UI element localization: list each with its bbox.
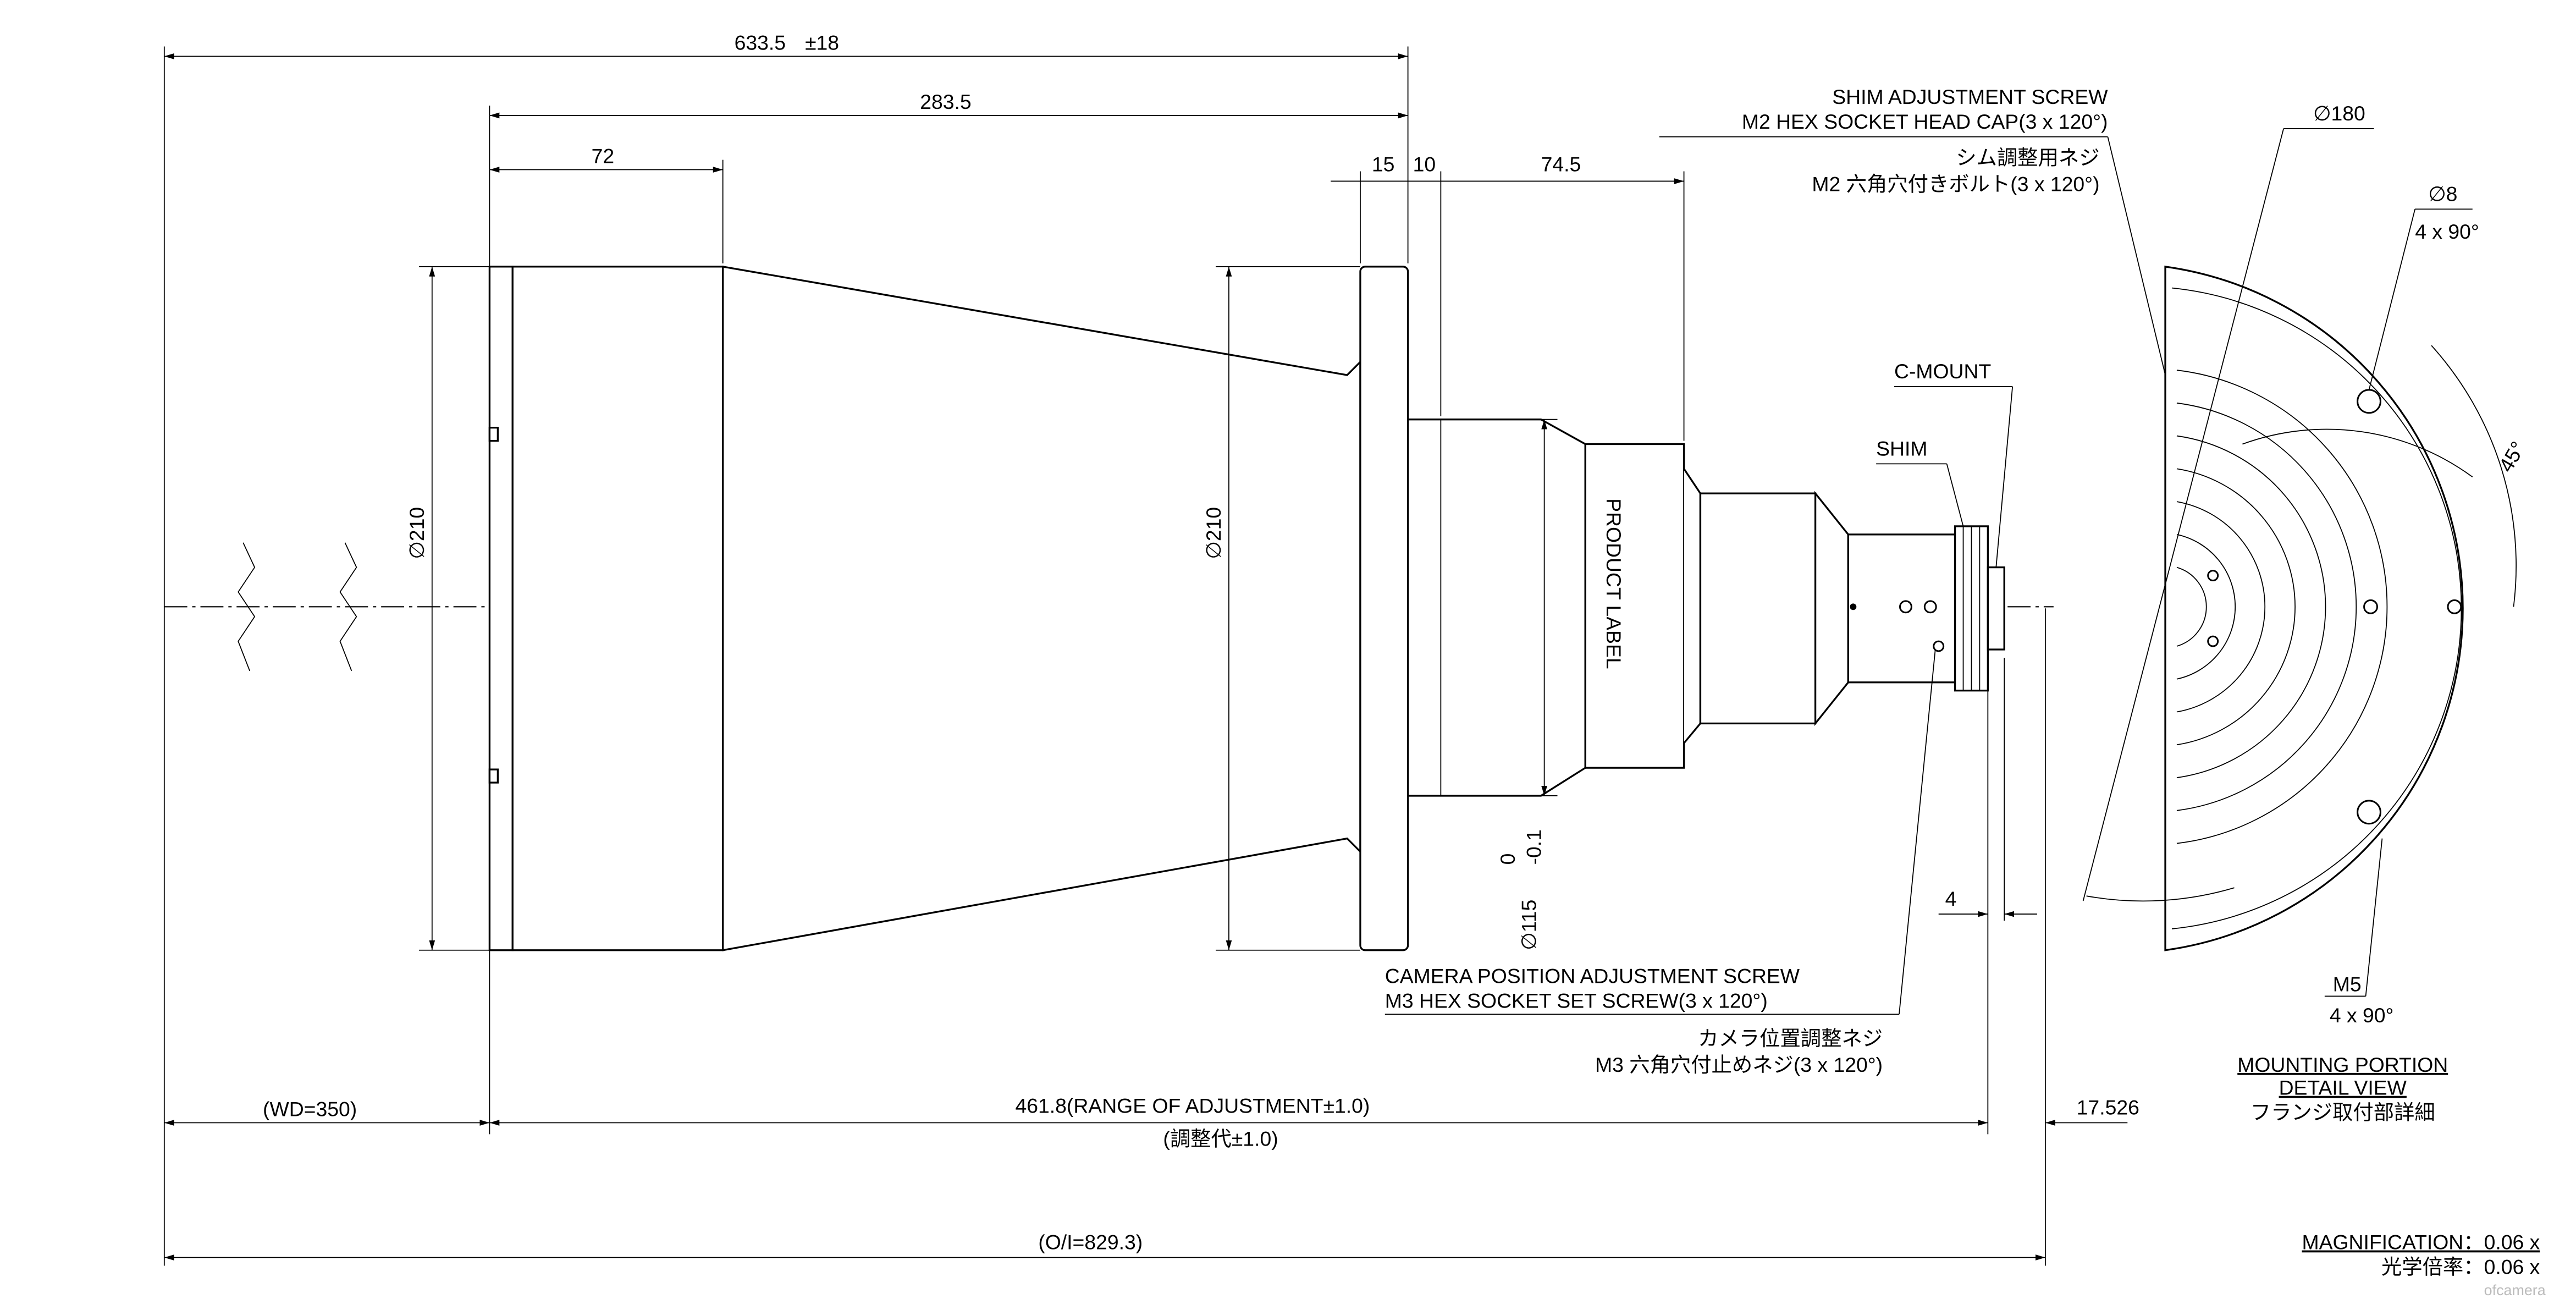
detail-title-jp: フランジ取付部詳細 [2250, 1101, 2435, 1124]
camera-screw-label-1: CAMERA POSITION ADJUSTMENT SCREW [1385, 965, 1800, 988]
shim-screw-label-jp-1: シム調整用ネジ [1956, 146, 2099, 169]
dim-thread-m5-pattern: 4 x 90° [2330, 1004, 2394, 1027]
camera-screw-leader [1899, 649, 1936, 1015]
dim-hole-pattern: 4 x 90° [2415, 220, 2479, 243]
dim-object-to-image: (O/I=829.3) [1038, 1231, 1143, 1254]
camera-screw-label-jp-2: M3 六角穴付止めネジ(3 x 120°) [1595, 1053, 1883, 1076]
dim-front-barrel: 72 [592, 145, 615, 168]
dim-rear-diameter-tol-lower: -0.1 [1523, 829, 1546, 865]
dim-rear-diameter: ∅115 [1518, 900, 1541, 950]
dim-flange-gap: 10 [1413, 153, 1436, 176]
dim-front-diameter: ∅210 [405, 507, 428, 559]
detail-diameter-leader-2 [2082, 128, 2285, 901]
hole-leader-2 [2368, 209, 2416, 390]
shim-screw-label-2: M2 HEX SOCKET HEAD CAP(3 x 120°) [1742, 110, 2108, 133]
shim-label: SHIM [1876, 437, 1927, 460]
dim-adjustment-range: 461.8(RANGE OF ADJUSTMENT±1.0) [1016, 1094, 1370, 1118]
dim-shim-gap: 4 [1945, 887, 1957, 910]
detail-title-1: MOUNTING PORTION [2237, 1053, 2448, 1076]
magnification-label-jp: 光学倍率：0.06 x [2381, 1255, 2540, 1278]
dim-flange-diameter: ∅210 [1202, 507, 1225, 559]
camera-screw-label-2: M3 HEX SOCKET SET SCREW(3 x 120°) [1385, 989, 1768, 1012]
dim-rear-section: 74.5 [1541, 153, 1581, 176]
magnification-label: MAGNIFICATION：0.06 x [2302, 1231, 2540, 1254]
watermark-logo: ofcamera [2484, 1282, 2546, 1298]
dim-overall-tol: ±18 [805, 31, 839, 54]
dim-flange-back: 17.526 [2077, 1096, 2139, 1119]
dim-adjustment-range-jp: (調整代±1.0) [1163, 1127, 1278, 1150]
lens-body [488, 265, 2005, 951]
m5-leader-2 [2365, 838, 2383, 997]
dim-flange-thickness: 15 [1372, 153, 1395, 176]
shim-leader-2 [1946, 464, 1964, 527]
c-mount-leader-2 [1995, 386, 2014, 568]
dim-overall: 633.5 [735, 31, 786, 54]
product-label: PRODUCT LABEL [1602, 498, 1625, 669]
break-symbol [238, 542, 357, 671]
detail-title-2: DETAIL VIEW [2279, 1076, 2407, 1099]
shim-screw-label-jp-2: M2 六角穴付きボルト(3 x 120°) [1812, 172, 2099, 195]
dim-detail-diameter: ∅180 [2313, 102, 2365, 125]
dim-rear-diameter-tol-upper: 0 [1496, 854, 1519, 865]
dim-working-distance: (WD=350) [263, 1098, 357, 1121]
dim-thread-m5: M5 [2333, 972, 2362, 995]
mounting-detail-view [2086, 265, 2517, 951]
dim-angle: 45° [2494, 437, 2530, 476]
dim-front-to-flange: 283.5 [920, 90, 971, 113]
c-mount-label: C-MOUNT [1894, 360, 1991, 383]
camera-screw-label-jp-1: カメラ位置調整ネジ [1698, 1027, 1883, 1050]
shim-screw-label-1: SHIM ADJUSTMENT SCREW [1832, 85, 2108, 108]
dim-hole-diameter: ∅8 [2428, 182, 2457, 205]
